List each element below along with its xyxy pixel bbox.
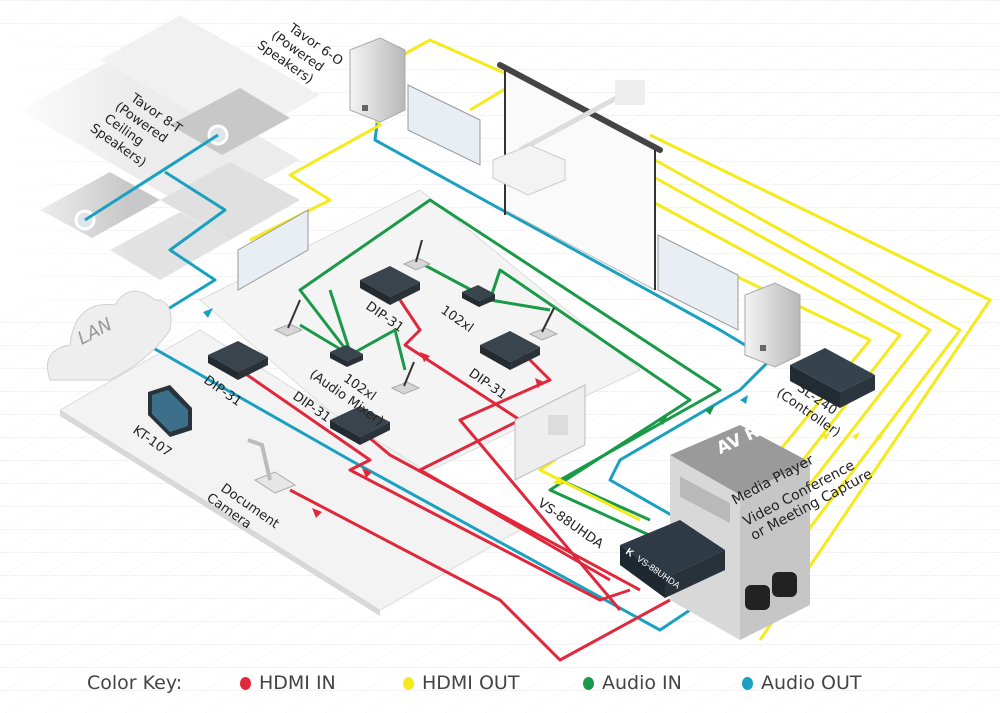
legend-label: Audio IN — [602, 672, 682, 694]
legend-label: HDMI IN — [259, 672, 336, 694]
dip-31-device — [360, 266, 420, 305]
tavor-6o-speaker-right — [744, 282, 801, 368]
audio-out-dot-icon — [742, 676, 753, 690]
microphones — [273, 239, 559, 395]
legend-item-hdmi-in: HDMI IN — [240, 672, 336, 694]
wall-display-right — [657, 234, 739, 331]
kt-107-touch-panel — [148, 385, 192, 437]
legend-item-hdmi-out: HDMI OUT — [403, 672, 519, 694]
audio-in-dot-icon — [583, 676, 594, 690]
dip-31-device — [330, 406, 390, 445]
102xl-mixers — [330, 285, 495, 367]
sl-240-controller — [790, 348, 875, 408]
projector — [492, 144, 566, 196]
tavor-6o-speaker-left — [349, 37, 406, 123]
legend-item-audio-in: Audio IN — [583, 672, 682, 694]
hdmi-in-dot-icon — [240, 676, 251, 690]
document-camera — [247, 438, 297, 494]
tavor-8t-label: Tavor 8-T (Powered Ceiling Speakers) — [87, 90, 184, 170]
dip-31-device — [208, 341, 268, 380]
hdmi-in-cables — [239, 299, 671, 662]
legend-item-audio-out: Audio OUT — [742, 672, 862, 694]
legend-title: Color Key: — [87, 672, 183, 694]
dip-31-device — [480, 331, 540, 370]
wall-plate — [514, 384, 586, 481]
legend-label: Audio OUT — [761, 672, 862, 694]
lan-cloud: LAN — [47, 290, 172, 381]
hdmi-out-dot-icon — [403, 676, 414, 690]
signal-direction-arrows — [203, 308, 884, 518]
color-key-legend: Color Key: HDMI IN HDMI OUT Audio IN Aud… — [0, 672, 1000, 702]
dip-31-devices — [208, 266, 540, 445]
legend-label: HDMI OUT — [422, 672, 520, 694]
wall-display-left — [237, 209, 309, 291]
wall-display-top — [407, 84, 481, 166]
